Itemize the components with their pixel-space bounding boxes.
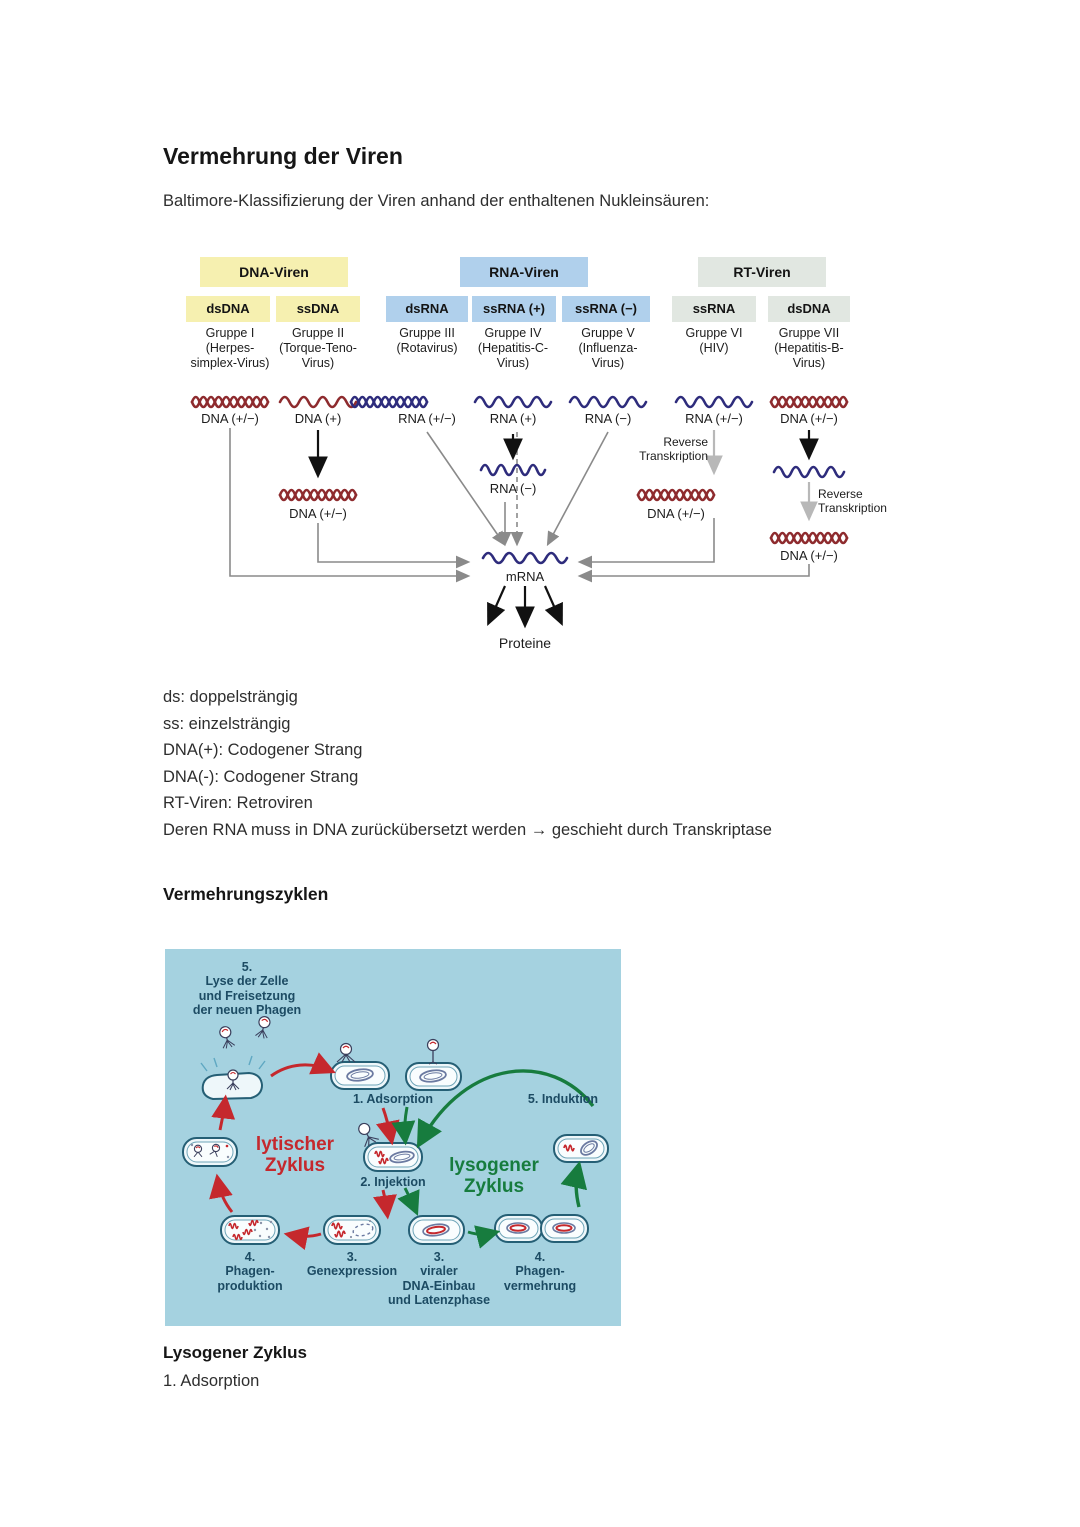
step-text: Induktion (541, 1092, 599, 1106)
step-phage-production-label: 4.Phagen- produktion (190, 1250, 310, 1293)
phage-icon (193, 1144, 203, 1158)
induction-cell-icon (553, 1134, 609, 1163)
strand-label-5: RNA (−) (584, 411, 632, 426)
group-label-2: Gruppe II (Torque-Teno- Virus) (279, 326, 357, 370)
mrna-label: mRNA (505, 569, 545, 584)
group-label-1: Gruppe I (Herpes- simplex-Virus) (190, 326, 270, 370)
lysogenic-step-1: 1. Adsorption (163, 1372, 260, 1390)
lytic-cycle-label: lytischer Zyklus (255, 1134, 335, 1177)
baltimore-arrows-strands (190, 395, 849, 629)
subtype-box-dsrna: dsRNA (386, 296, 468, 322)
definition-dna-plus: DNA(+): Codogener Strang (163, 741, 363, 759)
step-text: Adsorption (366, 1092, 434, 1106)
step-text: Phagen- vermehrung (503, 1264, 577, 1293)
intermediate-label-rna-minus: RNA (−) (489, 481, 537, 496)
step-number: 4. (534, 1250, 546, 1264)
step-injection-label: 2. Injektion (325, 1175, 461, 1189)
group-label-4: Gruppe IV (Hepatitis-C- Virus) (477, 326, 549, 370)
subtype-box-dsdna-1: dsDNA (186, 296, 270, 322)
adsorption-cell-icon (330, 1042, 390, 1090)
cycle-graphics (182, 1016, 609, 1251)
subtype-box-ssrna-rt: ssRNA (672, 296, 756, 322)
strand-label-2: DNA (+) (294, 411, 342, 426)
lysogenic-cycle-label: lysogener Zyklus (449, 1155, 539, 1198)
step-lysis-label: 5.Lyse der Zelle und Freisetzung der neu… (185, 960, 309, 1018)
mrna-connector-lines (229, 428, 810, 583)
step-number: 3. (346, 1250, 358, 1264)
phage-icon (219, 1026, 236, 1049)
intro-text: Baltimore-Klassifizierung der Viren anha… (163, 192, 710, 210)
step-text: Phagen- produktion (217, 1264, 283, 1293)
step-dna-integration-label: 3.viraler DNA-Einbau und Latenzphase (377, 1250, 501, 1308)
step-number: 1. (352, 1092, 364, 1106)
family-box-dna-viren: DNA-Viren (200, 257, 348, 287)
definition-dna-minus: DNA(-): Codogener Strang (163, 767, 359, 786)
strand-label-1: DNA (+/−) (201, 411, 259, 426)
definition-rt-viren: RT-Viren: Retroviren (163, 794, 313, 812)
assembled-phages-cell-icon (182, 1137, 238, 1167)
dividing-cells-icon (494, 1214, 589, 1243)
step-gene-expression-label: 3.Genexpression (290, 1250, 414, 1279)
intermediate-label-ssdna: DNA (+/−) (289, 506, 347, 521)
proteins-label: Proteine (498, 635, 552, 651)
cell-icon (405, 1038, 462, 1091)
gene-expression-cell-icon (323, 1215, 381, 1245)
subtype-box-ssrna-minus: ssRNA (−) (562, 296, 650, 322)
family-box-rna-viren: RNA-Viren (460, 257, 588, 287)
step-number: 3. (433, 1250, 445, 1264)
group-label-7: Gruppe VII (Hepatitis-B- Virus) (774, 326, 844, 370)
cycle-diagram: 5.Lyse der Zelle und Freisetzung der neu… (165, 949, 621, 1326)
lytic-cycle-arrows (209, 1052, 400, 1251)
group-label-5: Gruppe V (Influenza- Virus) (578, 326, 638, 370)
step-number: 5. (241, 960, 253, 974)
injection-cell-icon (358, 1122, 423, 1172)
definition-ds: ds: doppelsträngig (163, 688, 298, 706)
reverse-transcription-label-hbv: Reverse Transkription (818, 487, 887, 515)
phage-icon (255, 1016, 271, 1039)
lysis-cell-icon (200, 1055, 266, 1101)
strand-label-4: RNA (+) (489, 411, 537, 426)
phage-icon (336, 1042, 356, 1063)
step-number: 4. (244, 1250, 256, 1264)
phage-icon (226, 1069, 240, 1091)
step-phage-multiplication-label: 4.Phagen- vermehrung (480, 1250, 600, 1293)
reverse-transcription-arrows (705, 430, 818, 522)
lysogenic-cycle-arrows (391, 1069, 595, 1249)
subtype-box-ssdna: ssDNA (276, 296, 360, 322)
transformation-arrows (308, 430, 819, 629)
phage-icon (209, 1143, 221, 1157)
strand-label-3: RNA (+/−) (398, 411, 456, 426)
dna-integration-cell-icon (408, 1215, 465, 1245)
definition-rt-note: Deren RNA muss in DNA zurückübersetzt we… (163, 820, 772, 839)
group-label-6: Gruppe VI (HIV) (685, 326, 743, 355)
subtype-box-ssrna-plus: ssRNA (+) (472, 296, 556, 322)
reverse-transcription-label-hiv: Reverse Transkription (639, 435, 708, 463)
strand-label-7: DNA (+/−) (780, 411, 838, 426)
step-number: 2. (360, 1175, 371, 1189)
definition-ss: ss: einzelsträngig (163, 714, 291, 733)
bacterium-cells (182, 1016, 609, 1245)
baltimore-diagram: DNA-Viren RNA-Viren RT-Viren dsDNA ssDNA… (0, 250, 940, 665)
family-box-rt-viren: RT-Viren (698, 257, 826, 287)
subtype-box-dsdna-rt: dsDNA (768, 296, 850, 322)
phage-production-cell-icon (220, 1215, 280, 1245)
intermediate-label-hiv-dna: DNA (+/−) (647, 506, 705, 521)
step-adsorption-label: 1. Adsorption (325, 1092, 461, 1106)
step-number: 5. (527, 1092, 539, 1106)
dna-rna-strand-icons (190, 395, 849, 565)
definitions-list: ds: doppelsträngig ss: einzelsträngig DN… (163, 684, 772, 843)
cycles-heading: Vermehrungszyklen (163, 884, 329, 904)
step-text: viraler DNA-Einbau und Latenzphase (387, 1264, 491, 1308)
step-induction-label: 5. Induktion (505, 1092, 621, 1106)
step-text: Genexpression (306, 1264, 398, 1279)
step-text: Injektion (374, 1175, 426, 1189)
step-text: Lyse der Zelle und Freisetzung der neuen… (192, 974, 302, 1018)
strand-label-6: RNA (+/−) (685, 411, 743, 426)
group-label-3: Gruppe III (Rotavirus) (396, 326, 458, 355)
phage-icon (358, 1122, 379, 1148)
intermediate-label-hbv-dna: DNA (+/−) (780, 548, 838, 563)
lysogenic-cycle-heading: Lysogener Zyklus (163, 1343, 307, 1362)
phage-icon (426, 1038, 440, 1065)
page-title: Vermehrung der Viren (163, 143, 403, 169)
